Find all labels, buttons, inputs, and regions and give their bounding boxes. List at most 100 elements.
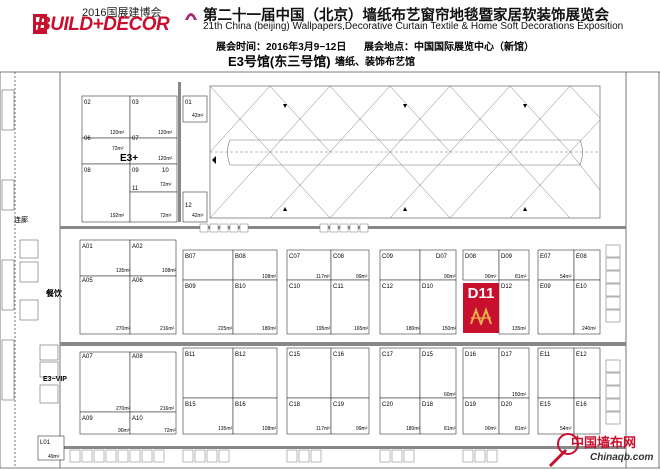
booth-d19-area: 90m² [485,426,497,432]
booth-l01-area: 49m² [48,454,60,460]
booth-11-area: 72m² [160,213,172,219]
booth-b08: B08 [235,254,246,260]
booth-e07: E07 [540,254,551,260]
booth-d17: D17 [501,352,513,358]
e3-vip-label: E3−VIP [43,376,67,383]
booth-c17: C17 [382,352,394,358]
brand-mark-icon [470,307,492,325]
cd-block-labels: C09 D07 90m² C12 180m² D10 150m² C17 D15… [382,254,457,432]
booth-b09-area: 225m² [218,326,233,332]
buildecor-logo [33,14,47,34]
booth-b16-area: 108m² [262,426,277,432]
top-booth-labels: 02 120m² 03 120m² 06 72m² 07 120m² 08 19… [84,100,204,219]
l01-block [37,435,65,461]
booth-d08: D08 [465,254,477,260]
booth-c16: C16 [333,352,345,358]
booth-c19: C19 [333,402,345,408]
booth-e10: E10 [576,284,587,290]
booth-c18-area: 117m² [316,426,330,432]
logo-wordmark: BUILD+DECOR [37,14,170,35]
booth-03-area: 120m² [158,130,173,136]
c-block-labels: C07 117m² C08 99m² C10 195m² C11 165m² C… [289,254,369,432]
booth-d09-area: 81m² [515,274,527,280]
booth-12: 12 [185,203,192,209]
top-booth-block [81,95,208,223]
booth-e15-area: 54m² [560,426,572,432]
expo-venue: 展会地点：中国国际展览中心（新馆） [364,42,534,53]
left-corridor [1,89,59,404]
booth-b10: B10 [235,284,246,290]
arrows [212,104,527,211]
booth-a07-area: 270m² [116,406,131,412]
bottom-stand-row [69,449,498,463]
booth-a05-area: 270m² [116,326,131,332]
booth-02-area: 120m² [110,130,125,136]
open-floor-area [209,85,601,219]
booth-01-area: 42m² [192,113,204,119]
dining-label: 餐饮 [46,289,62,298]
booth-c09: C09 [382,254,394,260]
booth-e15: E15 [540,402,551,408]
booth-d16: D16 [465,352,477,358]
booth-b16: B16 [235,402,246,408]
booth-c12: C12 [382,284,394,290]
cd-block [379,249,457,435]
booth-e09-area: 240m² [582,326,597,332]
booth-a07: A07 [82,354,93,360]
booth-e08: E08 [576,254,587,260]
b-block [182,249,278,435]
booth-e09: E09 [540,284,551,290]
booth-d08-area: 90m² [485,274,497,280]
logo-year-text: 2016国展建博会 [82,7,162,19]
booth-d18: D18 [422,402,434,408]
booth-d11-label: D11 [467,285,495,302]
a-block [79,239,177,435]
expo-emblem-icon [185,13,197,20]
booth-a06: A06 [132,278,143,284]
booth-d19: D19 [465,402,477,408]
booth-a08-area: 216m² [160,406,175,412]
booth-a02: A02 [132,244,143,250]
booth-b10-area: 180m² [262,326,277,332]
booth-a08: A08 [132,354,143,360]
booth-c07-area: 117m² [316,274,330,280]
booth-e11: E11 [540,352,551,358]
booth-09: 09 [132,168,139,174]
booth-d17-area: 150m² [512,392,527,398]
booth-c11: C11 [333,284,344,290]
booth-a01: A01 [82,244,93,250]
booth-d07: D07 [436,254,448,260]
booth-d18-area: 81m² [444,426,456,432]
booth-c15: C15 [289,352,301,358]
booth-d12: D12 [501,284,513,290]
booth-d15: D15 [422,352,434,358]
booth-07-area: 120m² [158,156,173,162]
floor-plan: 02 120m² 03 120m² 06 72m² 07 120m² 08 19… [0,71,660,469]
booth-03: 03 [132,100,139,106]
d-block [462,249,530,435]
booth-b09: B09 [185,284,196,290]
hall-title: E3号馆(东三号馆) [228,54,331,69]
booth-b12: B12 [235,352,246,358]
booth-d10: D10 [422,284,434,290]
corridor-label: 连廊 [14,217,28,224]
booth-a10-area: 72m² [164,428,176,434]
booth-09-area: 72m² [160,182,172,188]
booth-a05: A05 [82,278,93,284]
booth-d12-area: 135m² [512,326,527,332]
booth-l01: L01 [40,440,51,446]
hall-subtitle: 墙纸、装饰布艺馆 [335,57,415,68]
booth-c08-area: 99m² [356,274,368,280]
booth-e12: E12 [576,352,587,358]
booth-10: 10 [162,168,169,174]
booth-07: 07 [132,136,139,142]
chinaqb-logo-icon [548,433,579,468]
booth-a02-area: 108m² [162,268,177,274]
d-block-labels: D08 90m² D09 81m² D12 135m² D16 D17 150m… [465,254,527,432]
booth-12-area: 42m² [192,213,204,219]
booth-e07-area: 54m² [560,274,572,280]
booth-c08: C08 [333,254,345,260]
booth-11: 11 [132,186,139,192]
booth-c18: C18 [289,402,301,408]
title-english: 21th China (beijing) Wallpapers,Decorati… [203,21,624,32]
